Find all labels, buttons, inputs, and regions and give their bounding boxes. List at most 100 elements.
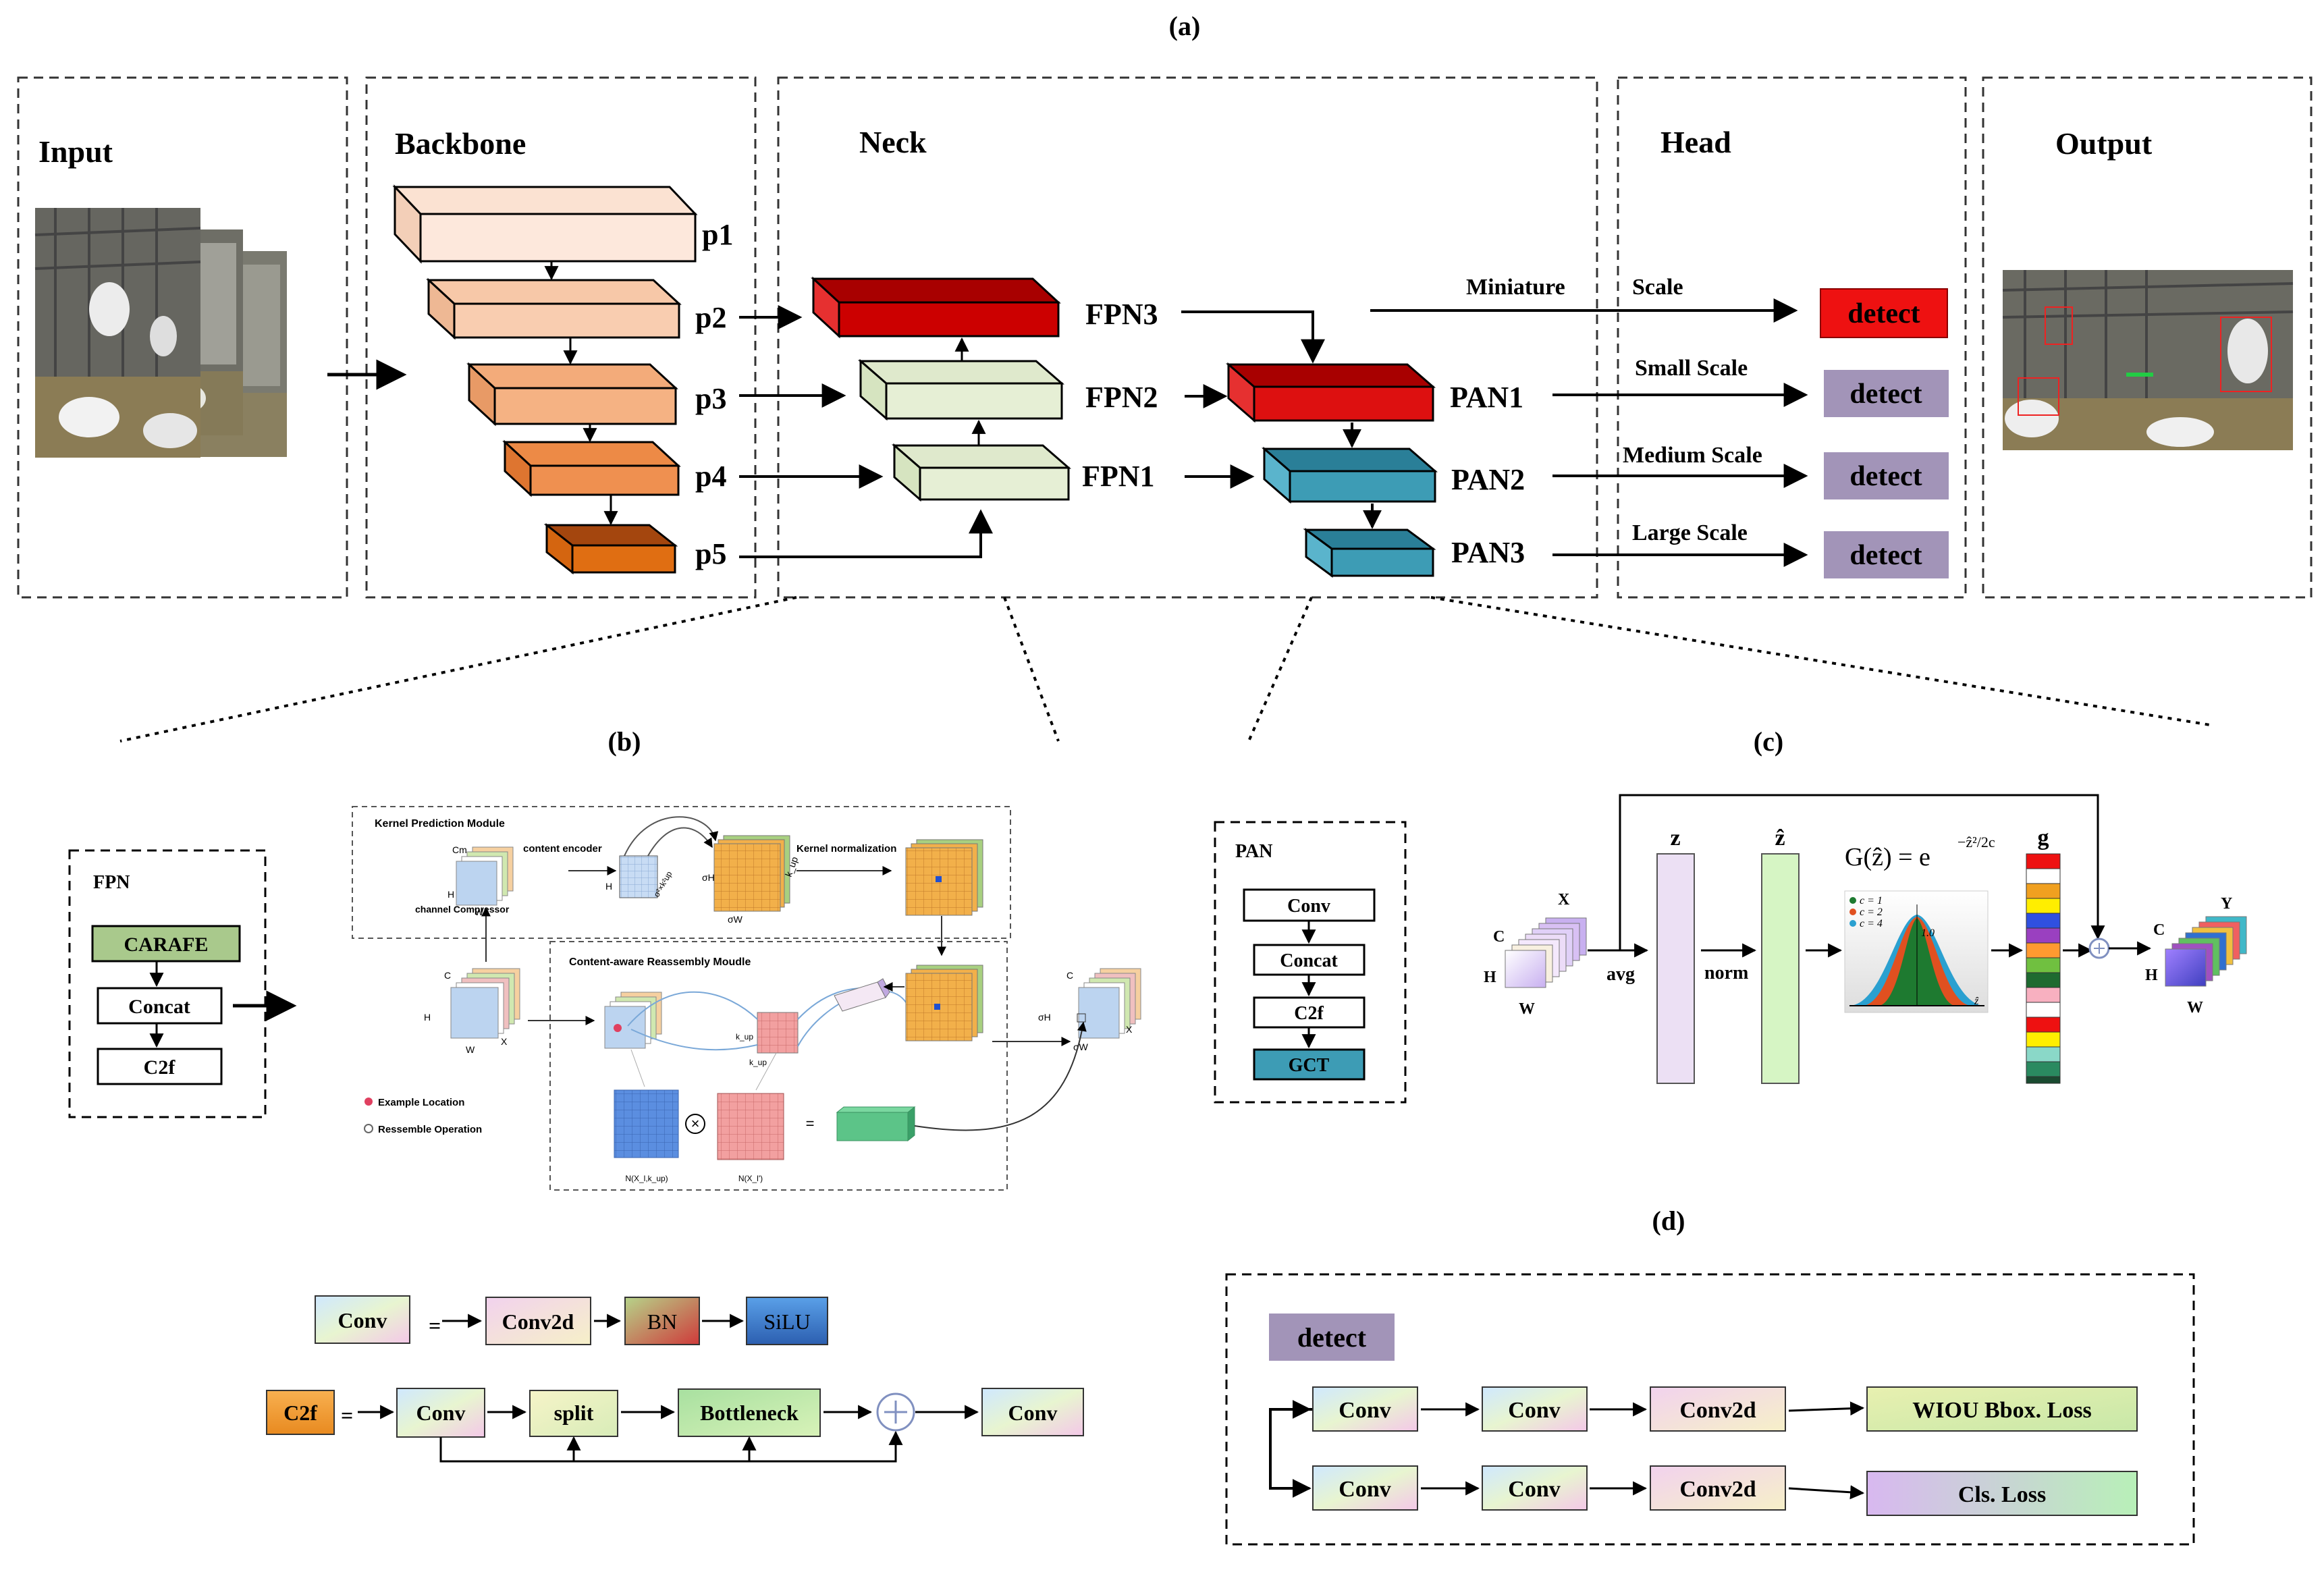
label-fpn2: FPN2: [1085, 381, 1158, 414]
gct-input-cube: [1505, 917, 1587, 988]
gct-zhat-vector: [1761, 853, 1800, 1084]
kernel-norm-label: Kernel normalization: [796, 843, 896, 855]
def-conv: Conv: [338, 1308, 387, 1332]
gct-bell-chart: [1844, 890, 1989, 1013]
gct-dim-c-out: C: [2153, 921, 2165, 939]
gct-g-label: g: [2038, 825, 2049, 850]
neck-arrows: [1181, 310, 1382, 529]
head-row2-conv2d: Conv2d: [1679, 1477, 1756, 1502]
kernel-module-frame: [352, 806, 1011, 939]
gct-formula: G(ẑ) = e: [1845, 843, 1930, 871]
svg-text:×: ×: [691, 1115, 700, 1132]
label-fpn1: FPN1: [1082, 460, 1155, 493]
input-image-stack: [34, 208, 287, 458]
zoom-lines: [119, 596, 2215, 742]
detect-box-4: detect: [1824, 531, 1949, 578]
gct-legend-2: c = 2: [1860, 906, 1883, 918]
pan-concat: Concat: [1280, 950, 1338, 971]
slab-p3: [466, 362, 678, 427]
reassembly-kernel-grid: [905, 965, 983, 1041]
def-c2f-conv2: Conv: [1008, 1401, 1058, 1425]
slab-p4: [502, 439, 681, 497]
section-input-title: Input: [38, 134, 113, 169]
gct-dim-y-out: Y: [2221, 895, 2232, 913]
neck-fpn-slabs: [811, 276, 1072, 502]
gct-g-vector: [2026, 853, 2061, 1084]
scale-small: Small Scale: [1635, 356, 1748, 381]
detect-box-2: detect: [1824, 370, 1949, 417]
label-n1: N(X_l,k_up): [625, 1174, 668, 1183]
pan-c2f: C2f: [1294, 1003, 1324, 1024]
gct-peak: 1.0: [1921, 927, 1935, 939]
label-p1: p1: [702, 218, 733, 251]
dim-kup-3: k_up: [749, 1058, 767, 1067]
kup-kernel: [757, 1012, 799, 1054]
carafe-output-stack: [1077, 968, 1141, 1039]
detect-box-2-label: detect: [1849, 379, 1922, 410]
detect-head-title: detect: [1297, 1322, 1367, 1353]
label-p5: p5: [695, 537, 726, 570]
def-bn: BN: [647, 1309, 677, 1334]
multiply-icon: [685, 1114, 705, 1134]
head-row2-loss: Cls. Loss: [1958, 1482, 2046, 1507]
neck-pan-slabs: [1225, 362, 1438, 578]
dim-x-1: X: [501, 1036, 508, 1047]
reassembly-module-title: Content-aware Reassembly Moudle: [569, 956, 751, 968]
head-row2-conv2: Conv: [1508, 1477, 1560, 1502]
label-p3: p3: [695, 382, 726, 415]
dim-oh-2: σH: [1038, 1012, 1051, 1023]
slab-fpn3: [811, 276, 1061, 339]
gct-legend-4: c = 4: [1860, 918, 1883, 929]
gct-output-cube: [2165, 916, 2247, 987]
gct-norm-label: norm: [1704, 963, 1748, 983]
backbone-slabs: [392, 184, 698, 575]
gct-dim-w-in: W: [1519, 1000, 1535, 1018]
fpn-c2f: C2f: [144, 1056, 176, 1079]
section-output-title: Output: [2055, 126, 2153, 161]
fpn-concat: Concat: [128, 996, 190, 1018]
slab-fpn1: [891, 443, 1072, 502]
scale-large: Large Scale: [1632, 520, 1748, 545]
gct-formula-exp: −ẑ²/2c: [1957, 834, 1995, 850]
encoded-grid: [619, 855, 658, 898]
fpn-carafe: CARAFE: [124, 933, 209, 956]
detect-box-3-label: detect: [1849, 461, 1922, 492]
compressed-feature-stack: [456, 846, 514, 906]
channel-compressor-label: channel Compressor: [415, 904, 510, 915]
label-pan3: PAN3: [1451, 536, 1525, 569]
dim-c-2: C: [1066, 970, 1073, 981]
section-neck-title: Neck: [859, 125, 927, 159]
carafe-diagram: Kernel Prediction Module Content-aware R…: [352, 806, 1141, 1191]
detect-box-3: detect: [1824, 452, 1949, 499]
label-pan2: PAN2: [1451, 463, 1525, 496]
backbone-arrows: [544, 261, 618, 526]
def-c2f-conv1: Conv: [416, 1401, 466, 1425]
dim-c-1: C: [444, 970, 451, 981]
dim-h-3: H: [424, 1012, 431, 1023]
kernel-grid: [713, 835, 790, 912]
detect-head-detail: detect Conv Conv Conv2d WIOU Bbox. Loss …: [1225, 1273, 2195, 1546]
example-location-label: Example Location: [378, 1097, 464, 1108]
scale-medium: Medium Scale: [1623, 443, 1762, 468]
c2f-definition: C2f = Conv split Bottleneck Conv: [266, 1388, 1084, 1463]
gct-diagram: C H W X avg z norm ẑ G(ẑ) = e −ẑ²/2c: [1484, 794, 2247, 1084]
pan-conv: Conv: [1287, 896, 1330, 917]
pan-box-title: PAN: [1235, 841, 1272, 862]
reassemble-op-dot: [364, 1124, 373, 1133]
svg-text:=: =: [806, 1115, 815, 1132]
pan-gct: GCT: [1289, 1055, 1330, 1076]
dim-h-1: H: [448, 889, 454, 900]
fpn-up-arrows: [954, 337, 986, 445]
label-p4: p4: [695, 460, 726, 493]
scale-scale: Scale: [1632, 275, 1683, 300]
kernel-module-title: Kernel Prediction Module: [375, 818, 505, 830]
def-split: split: [554, 1401, 594, 1425]
panel-a-label: (a): [1169, 11, 1201, 41]
def-eq-1: =: [429, 1314, 441, 1338]
slab-p5: [543, 522, 678, 575]
gct-avg-label: avg: [1606, 964, 1635, 985]
head-row1-conv1: Conv: [1339, 1398, 1390, 1423]
gct-dim-c-in: C: [1493, 928, 1505, 946]
section-backbone-title: Backbone: [395, 126, 526, 161]
